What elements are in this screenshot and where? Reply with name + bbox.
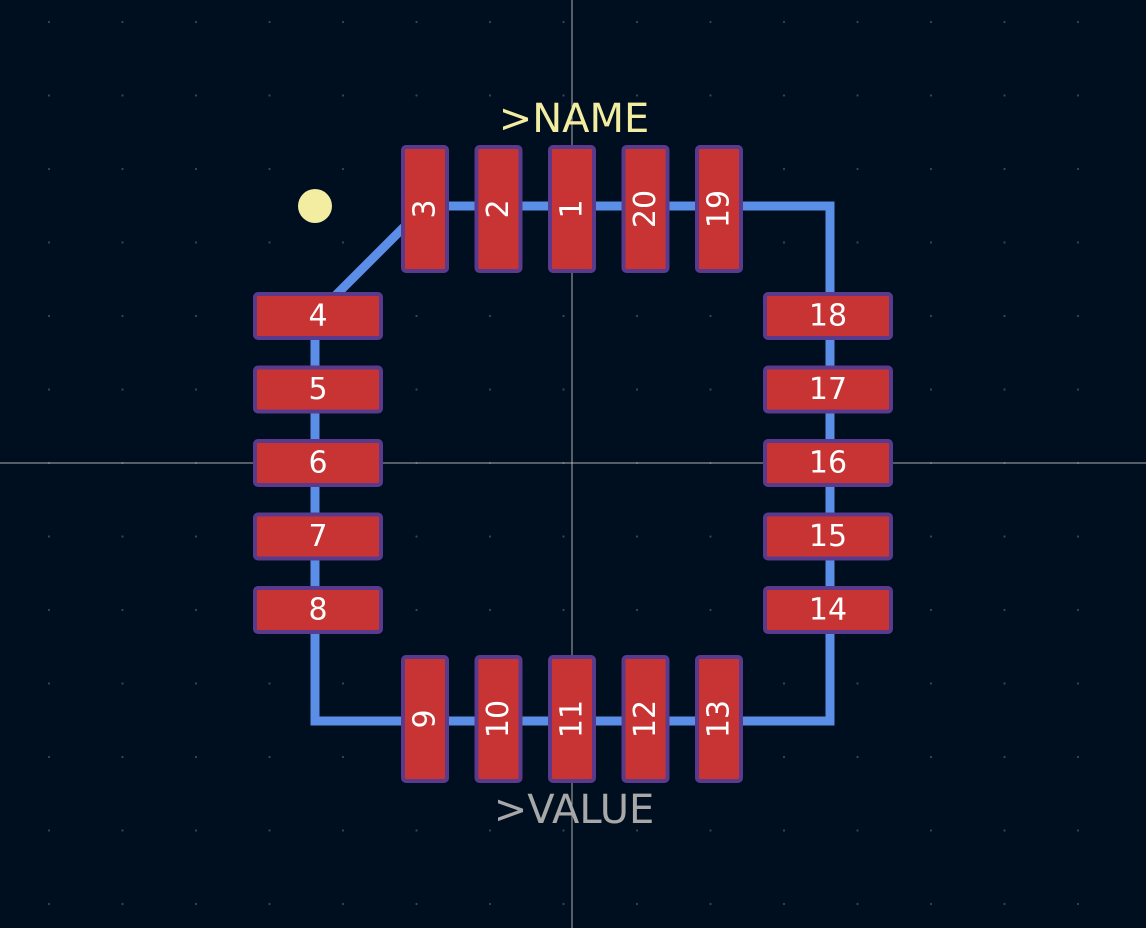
pad-11[interactable]: 11: [548, 655, 596, 783]
pad-body: [253, 512, 383, 561]
pad-12[interactable]: 12: [621, 655, 670, 783]
pad-number: 14: [809, 593, 847, 628]
pad-6[interactable]: 6: [253, 439, 383, 487]
pad-body: [401, 655, 449, 783]
pad-16[interactable]: 16: [763, 439, 893, 487]
pad-body: [763, 439, 893, 487]
pin1-dot-icon: [298, 189, 332, 223]
pad-body: [695, 145, 743, 273]
pad-13[interactable]: 13: [695, 655, 743, 783]
pad-14[interactable]: 14: [763, 586, 893, 634]
pad-body: [763, 512, 893, 561]
pad-number: 7: [308, 519, 327, 554]
pad-4[interactable]: 4: [253, 292, 383, 340]
pad-18[interactable]: 18: [763, 292, 893, 340]
pad-body: [763, 586, 893, 634]
pad-19[interactable]: 19: [695, 145, 743, 273]
pad-7[interactable]: 7: [253, 512, 383, 561]
pad-number: 18: [809, 299, 847, 334]
pad-number: 15: [809, 519, 847, 554]
pad-number: 4: [308, 299, 327, 334]
pad-15[interactable]: 15: [763, 512, 893, 561]
name-label: >NAME: [499, 96, 650, 142]
pad-body: [763, 365, 893, 414]
pad-body: [621, 655, 670, 783]
pad-body: [474, 655, 523, 783]
pad-5[interactable]: 5: [253, 365, 383, 414]
pad-number: 6: [308, 446, 327, 481]
pad-number: 20: [628, 190, 663, 228]
pad-number: 17: [809, 372, 847, 407]
pad-20[interactable]: 20: [621, 145, 670, 273]
pad-17[interactable]: 17: [763, 365, 893, 414]
pad-10[interactable]: 10: [474, 655, 523, 783]
pad-number: 11: [555, 700, 590, 738]
pad-number: 2: [481, 199, 516, 218]
pad-2[interactable]: 2: [474, 145, 523, 273]
pad-number: 16: [809, 446, 847, 481]
pad-3[interactable]: 3: [401, 145, 449, 273]
pad-9[interactable]: 9: [401, 655, 449, 783]
pad-1[interactable]: 1: [548, 145, 596, 273]
pad-8[interactable]: 8: [253, 586, 383, 634]
pad-body: [763, 292, 893, 340]
pad-body: [253, 365, 383, 414]
pad-number: 19: [702, 190, 737, 228]
pad-body: [474, 145, 523, 273]
pad-number: 12: [628, 700, 663, 738]
value-label: >VALUE: [494, 787, 655, 833]
pad-number: 9: [408, 709, 443, 728]
pad-body: [548, 145, 596, 273]
pad-number: 10: [481, 700, 516, 738]
pad-body: [401, 145, 449, 273]
pad-number: 13: [702, 700, 737, 738]
pad-body: [695, 655, 743, 783]
pad-body: [253, 586, 383, 634]
pad-body: [548, 655, 596, 783]
pad-number: 1: [555, 199, 590, 218]
pad-number: 5: [308, 372, 327, 407]
pad-body: [253, 439, 383, 487]
pad-number: 3: [408, 199, 443, 218]
pad-body: [253, 292, 383, 340]
pad-number: 8: [308, 593, 327, 628]
pad-body: [621, 145, 670, 273]
